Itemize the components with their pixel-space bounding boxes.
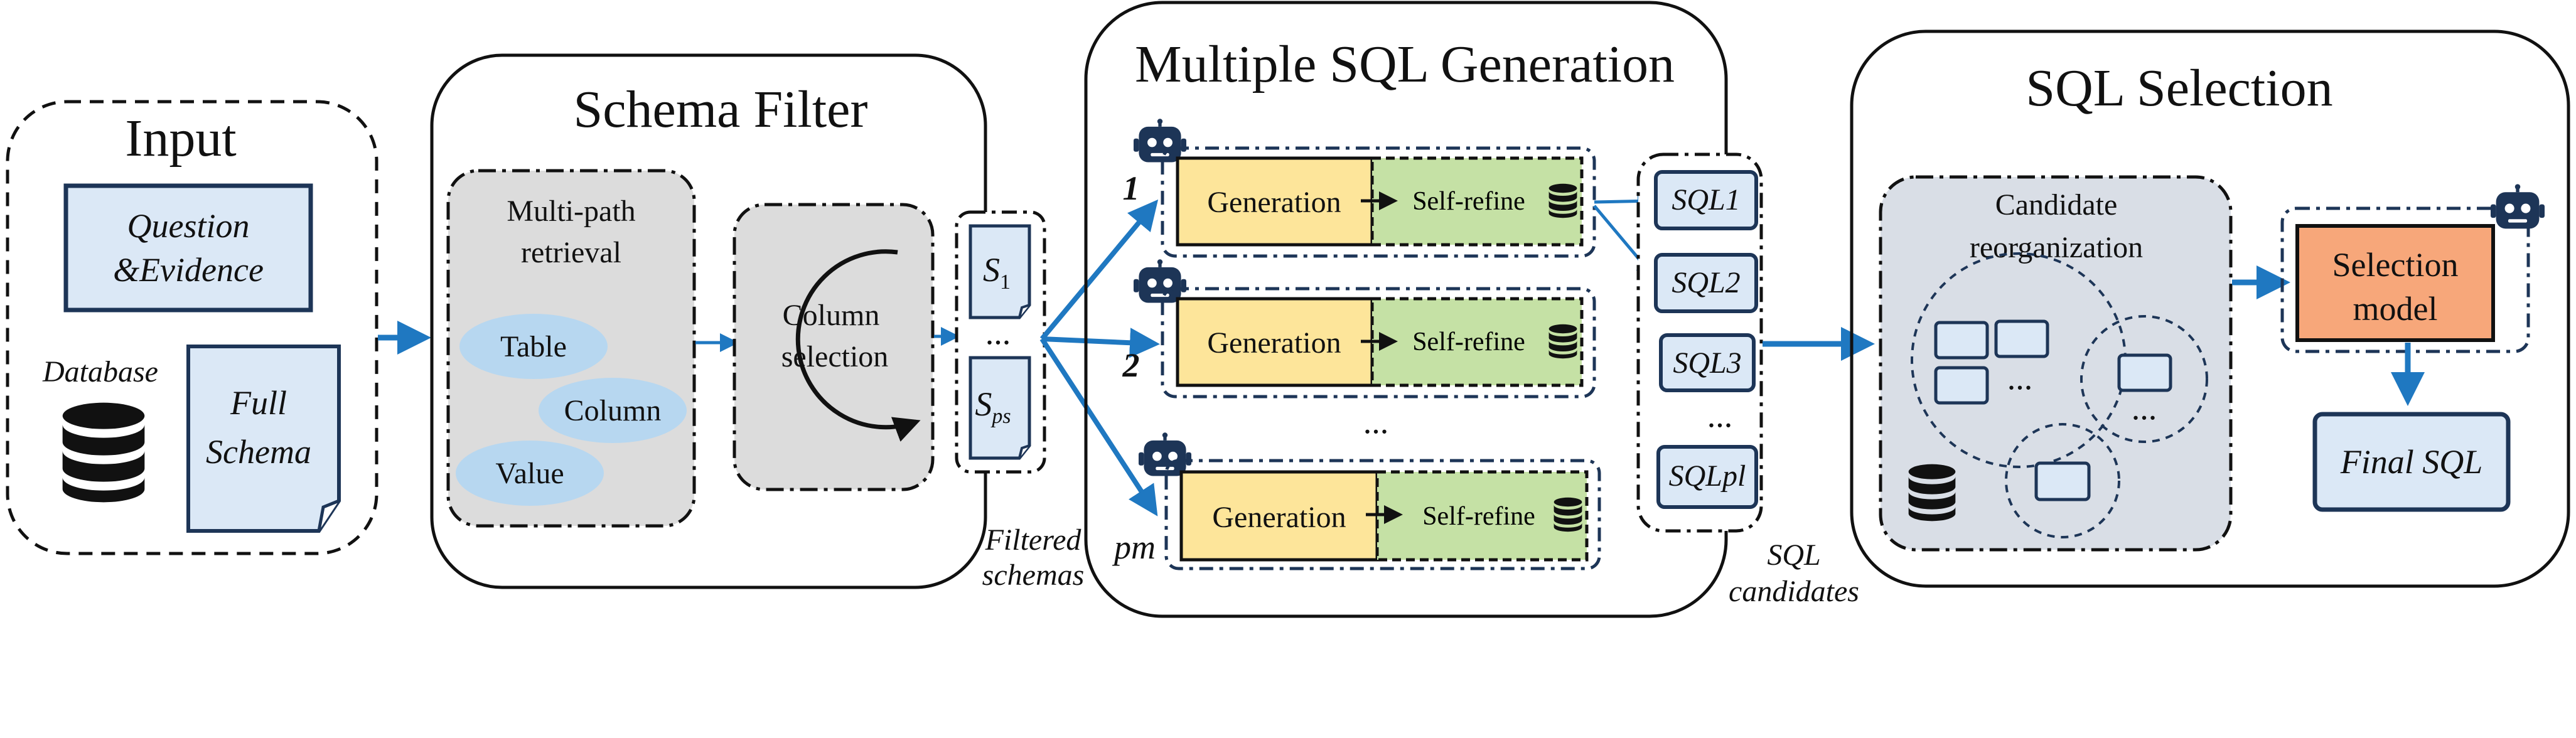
final-sql-label: Final SQL (2340, 443, 2483, 481)
generation-row-2: 2 Generation Self-refine (1122, 259, 1596, 398)
filtered-schemas: S1 ... Sps Filtered schemas (955, 210, 1085, 592)
row-label-pm: pm (1112, 528, 1156, 566)
sql-candidate-2-label: SQL2 (1672, 266, 1740, 299)
table-label: Table (500, 330, 567, 363)
schema-filter-panel: Schema Filter Multi-path retrieval Table… (430, 53, 987, 589)
cluster-item (1934, 321, 1989, 360)
robot-icon (2491, 184, 2545, 228)
selection-model-box (2295, 224, 2495, 342)
schema-doc-s1 (969, 224, 1031, 319)
reorg-line1: Candidate (1995, 188, 2118, 222)
cycle-arc (795, 249, 921, 442)
cluster-item (2034, 461, 2091, 501)
question-line1: Question (127, 207, 250, 245)
generation-box-pm (1179, 470, 1379, 562)
refine-box-1 (1370, 156, 1584, 247)
filtered-label-line1: Filtered (985, 523, 1082, 557)
model-line2: model (2353, 290, 2438, 328)
database-icon (62, 402, 145, 503)
value-oval (456, 441, 604, 506)
input-panel-border (6, 100, 378, 555)
row-1-border (1161, 146, 1596, 258)
robot-icon (1139, 432, 1191, 476)
candidate-reorganization-box (1879, 175, 2233, 552)
table-oval (459, 314, 608, 379)
generation-label-pm: Generation (1212, 501, 1346, 534)
column-label: Column (564, 394, 662, 427)
refine-label-1: Self-refine (1412, 187, 1525, 216)
cluster-item (2117, 353, 2172, 392)
generation-box-2 (1176, 297, 1374, 387)
row-label-2: 2 (1122, 346, 1140, 384)
generation-dots: ... (1363, 403, 1389, 441)
retrieval-line2: retrieval (521, 236, 621, 269)
generation-label-2: Generation (1207, 326, 1341, 360)
sps-label: Sps (975, 385, 1011, 428)
robot-icon (1134, 119, 1186, 162)
model-line1: Selection (2332, 246, 2459, 284)
database-label: Database (42, 355, 158, 388)
filtered-label-line2: schemas (982, 559, 1085, 592)
generation-title: Multiple SQL Generation (1135, 35, 1675, 94)
column-oval (539, 378, 687, 443)
generation-row-pm: pm Generation Self-refine (1112, 432, 1601, 570)
sql-candidate-1-label: SQL1 (1672, 183, 1740, 217)
final-sql-box (2312, 412, 2511, 512)
cluster-item (1934, 366, 1989, 405)
cluster-circle-medium (2080, 315, 2208, 443)
generation-box-1 (1176, 156, 1374, 247)
question-line2: &Evidence (113, 251, 264, 289)
arrow-to-row-2 (1041, 328, 1160, 358)
row-pm-border (1164, 459, 1601, 570)
selection-panel: SQL Selection Candidate reorganization .… (1850, 29, 2570, 588)
arrow-to-row-pm (1039, 337, 1158, 516)
sql-candidate-pl (1656, 445, 1758, 509)
question-box (63, 183, 313, 313)
cluster-circle-small (2005, 423, 2120, 538)
sql-candidate-3-label: SQL3 (1673, 346, 1741, 380)
selection-line1: Column (783, 299, 880, 332)
full-schema-document (186, 345, 341, 533)
retrieval-line1: Multi-path (507, 195, 635, 228)
reorg-line2: reorganization (1970, 231, 2143, 264)
schema-line2: Schema (206, 433, 311, 471)
schema-filter-title: Schema Filter (574, 80, 868, 139)
row-label-1: 1 (1123, 169, 1140, 207)
selection-line2: selection (781, 340, 889, 373)
column-selection-box (733, 203, 935, 491)
value-label: Value (495, 457, 564, 490)
sql-candidate-3 (1659, 333, 1756, 392)
cluster-dots-medium: ... (2132, 389, 2157, 427)
s1-label: S1 (983, 251, 1011, 294)
input-panel: Input Question &Evidence Database Full S… (6, 100, 378, 555)
input-title: Input (125, 109, 236, 168)
sql-candidate-1 (1654, 170, 1758, 230)
candidates-label-line1: SQL (1767, 538, 1820, 572)
sql-candidates: SQL1 SQL2 SQL3 ... SQLpl SQL candidates (1636, 152, 1859, 608)
filtered-dots: ... (985, 314, 1011, 351)
cluster-item (1994, 319, 2049, 358)
generation-label-1: Generation (1207, 186, 1341, 219)
generation-panel: Multiple SQL Generation 1 Generation Sel… (1084, 1, 1728, 618)
robot-icon (1134, 259, 1186, 302)
schema-line1: Full (230, 384, 287, 422)
candidates-dots: ... (1707, 397, 1733, 434)
generation-row-1: 1 Generation Self-refine (1123, 119, 1596, 258)
refine-label-2: Self-refine (1412, 328, 1525, 356)
refine-box-pm (1375, 470, 1589, 562)
schema-doc-sps (969, 356, 1031, 460)
arrow-to-row-1 (1039, 199, 1159, 341)
row-2-border (1161, 287, 1596, 398)
candidates-label-line2: candidates (1729, 575, 1859, 608)
sql-candidate-pl-label: SQLpl (1669, 459, 1746, 493)
selection-title: SQL Selection (2026, 59, 2332, 117)
refine-label-pm: Self-refine (1422, 502, 1535, 531)
fan-out-arrows (1039, 199, 1160, 516)
selection-panel-border (1850, 29, 2570, 588)
sql-candidate-2 (1654, 253, 1758, 313)
refine-box-2 (1370, 297, 1584, 387)
cluster-dots-large: ... (2007, 359, 2033, 397)
